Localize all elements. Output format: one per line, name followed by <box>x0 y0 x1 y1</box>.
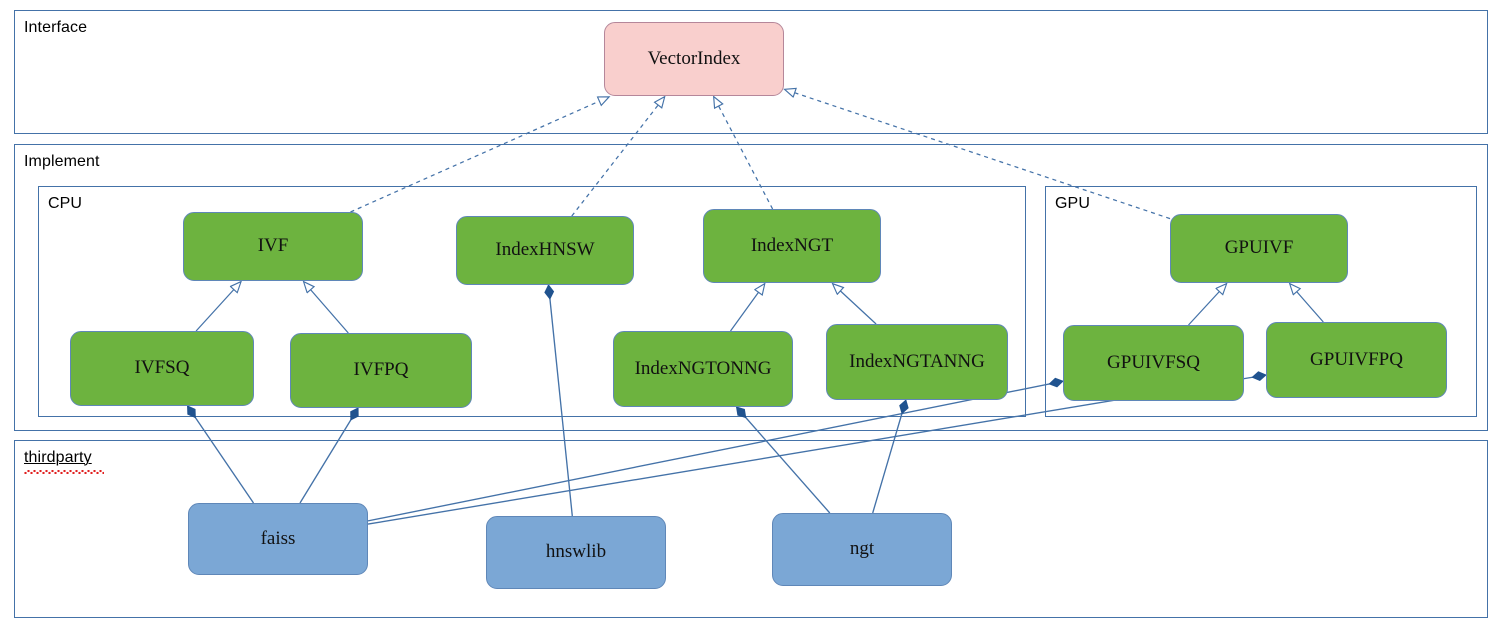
node-ivf[interactable]: IVF <box>183 212 363 281</box>
container-label-gpu: GPU <box>1055 195 1090 212</box>
node-gpuivfsq[interactable]: GPUIVFSQ <box>1063 325 1244 401</box>
node-ivfsq[interactable]: IVFSQ <box>70 331 254 406</box>
node-faiss[interactable]: faiss <box>188 503 368 575</box>
node-label-ivf: IVF <box>257 235 289 257</box>
node-label-gpuivfpq: GPUIVFPQ <box>1310 348 1403 370</box>
node-label-faiss: faiss <box>260 527 296 549</box>
node-label-ivfsq: IVFSQ <box>134 357 190 379</box>
node-indexngt[interactable]: IndexNGT <box>703 209 881 283</box>
container-label-cpu: CPU <box>48 195 83 212</box>
container-label-interface: Interface <box>24 19 88 36</box>
node-gpuivf[interactable]: GPUIVF <box>1170 214 1348 283</box>
node-ivfpq[interactable]: IVFPQ <box>290 333 472 408</box>
node-label-indexhnsw: IndexHNSW <box>495 239 595 261</box>
node-label-vectorindex: VectorIndex <box>647 47 741 69</box>
node-label-indexngtonng: IndexNGTONNG <box>634 357 772 379</box>
node-label-ngt: ngt <box>849 538 875 560</box>
node-indexngtanng[interactable]: IndexNGTANNG <box>826 324 1008 400</box>
node-label-indexngtanng: IndexNGTANNG <box>849 350 985 372</box>
node-label-gpuivf: GPUIVF <box>1224 237 1294 259</box>
container-label-implement: Implement <box>24 153 100 170</box>
node-hnswlib[interactable]: hnswlib <box>486 516 666 589</box>
node-gpuivfpq[interactable]: GPUIVFPQ <box>1266 322 1447 398</box>
node-indexhnsw[interactable]: IndexHNSW <box>456 216 634 285</box>
node-indexngtonng[interactable]: IndexNGTONNG <box>613 331 793 407</box>
node-label-gpuivfsq: GPUIVFSQ <box>1107 351 1200 373</box>
node-label-hnswlib: hnswlib <box>545 541 607 563</box>
container-label-thirdparty: thirdparty <box>24 449 92 466</box>
node-ngt[interactable]: ngt <box>772 513 952 586</box>
spellcheck-underline-thirdparty <box>24 470 104 474</box>
node-label-ivfpq: IVFPQ <box>353 359 409 381</box>
node-label-indexngt: IndexNGT <box>750 234 834 256</box>
node-vectorindex[interactable]: VectorIndex <box>604 22 784 96</box>
